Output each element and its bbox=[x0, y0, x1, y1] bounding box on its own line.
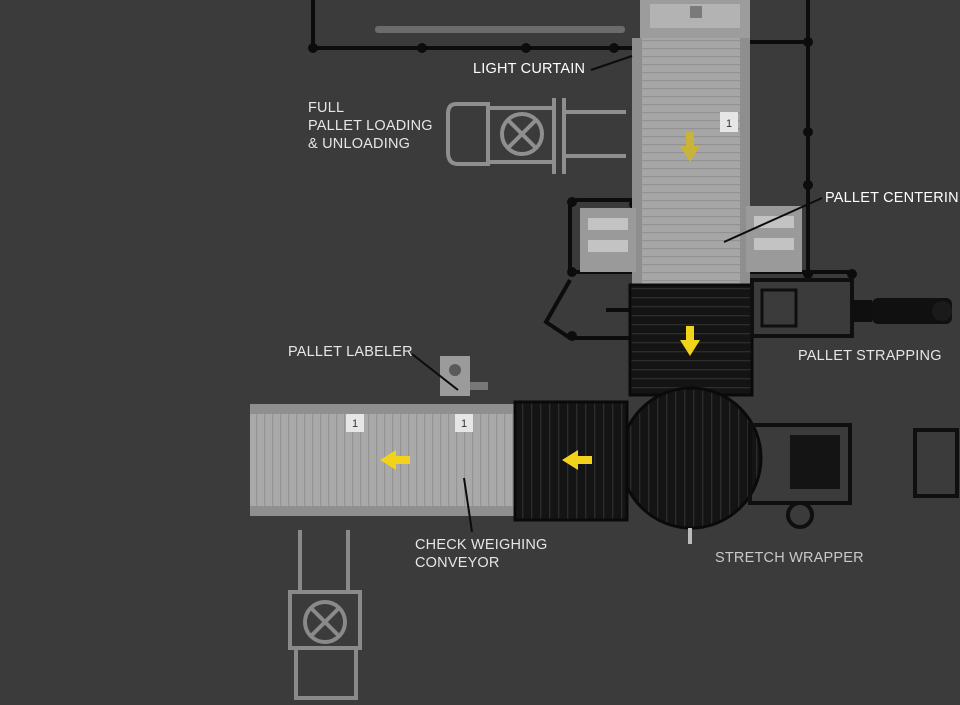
conveyor-badge bbox=[720, 112, 738, 132]
arrow-icon bbox=[562, 450, 592, 470]
conveyor-badge-text: 1 bbox=[726, 118, 732, 130]
fence-posts bbox=[308, 37, 857, 341]
label-light-curtain: LIGHT CURTAIN bbox=[473, 61, 586, 77]
transfer-conveyor bbox=[513, 400, 629, 522]
guide-rail bbox=[375, 26, 625, 33]
conveyor-badge-text: 1 bbox=[352, 418, 358, 430]
arrow-icon bbox=[680, 132, 700, 162]
conveyor-badge bbox=[346, 414, 364, 432]
label-pallet-labeler: PALLET LABELER bbox=[288, 344, 413, 360]
forklift-icon bbox=[446, 98, 626, 174]
label-full-pallet-loading: FULL PALLET LOADING & UNLOADING bbox=[308, 100, 433, 152]
label-stretch-wrapper: STRETCH WRAPPER bbox=[715, 550, 864, 566]
pallet-labeler bbox=[440, 356, 488, 396]
pallet-centering-unit bbox=[580, 206, 802, 272]
safety-fence bbox=[311, 0, 852, 340]
check-weighing-conveyor: 1 bbox=[405, 404, 515, 516]
infeed-conveyor: 1 bbox=[632, 0, 750, 284]
control-cabinet bbox=[913, 428, 959, 498]
pallet-strapping-conveyor bbox=[628, 278, 952, 397]
outfeed-conveyor: 1 bbox=[250, 404, 405, 516]
conveyor-badge-text: 1 bbox=[461, 418, 467, 430]
label-pallet-strapping: PALLET STRAPPING bbox=[798, 348, 942, 364]
arrow-icon bbox=[380, 450, 410, 470]
forklift-icon bbox=[288, 530, 362, 700]
conveyor-badge bbox=[455, 414, 473, 432]
label-check-weighing-conveyor: CHECK WEIGHING CONVEYOR bbox=[415, 537, 548, 571]
arrow-icon bbox=[680, 326, 700, 356]
label-pallet-centering: PALLET CENTERIN bbox=[825, 190, 959, 206]
leader-lines bbox=[411, 55, 823, 533]
stretch-wrapper bbox=[619, 386, 852, 544]
